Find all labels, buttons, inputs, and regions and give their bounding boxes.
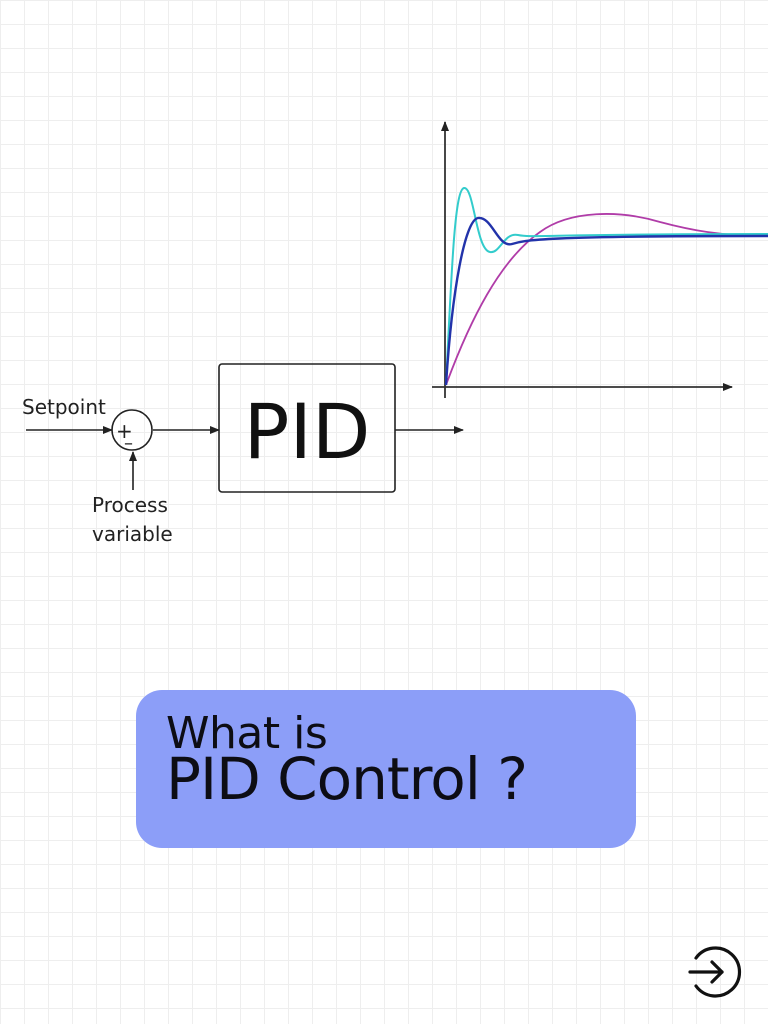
minus-sign: – [124, 433, 133, 454]
pid-block [218, 363, 396, 493]
setpoint-label: Setpoint [22, 395, 106, 419]
process-variable-label-line1: Process [92, 493, 168, 517]
plus-sign: + [116, 419, 133, 443]
process-variable-label-line2: variable [92, 522, 173, 546]
title-line-what-is: What is [166, 708, 328, 759]
arrow-right-circle-icon [688, 946, 742, 998]
response-curve-medium [444, 216, 768, 386]
title-line-pid-control: PID Control ? [166, 745, 528, 813]
next-button[interactable] [688, 942, 744, 1002]
title-card: What is PID Control ? [136, 690, 636, 848]
pid-block-label: PID [244, 387, 371, 476]
response-curve-fast [445, 187, 768, 386]
pid-diagram: Setpoint + – Process variable PID [22, 121, 768, 546]
summing-junction [111, 409, 153, 451]
response-curve-slow [445, 213, 768, 386]
